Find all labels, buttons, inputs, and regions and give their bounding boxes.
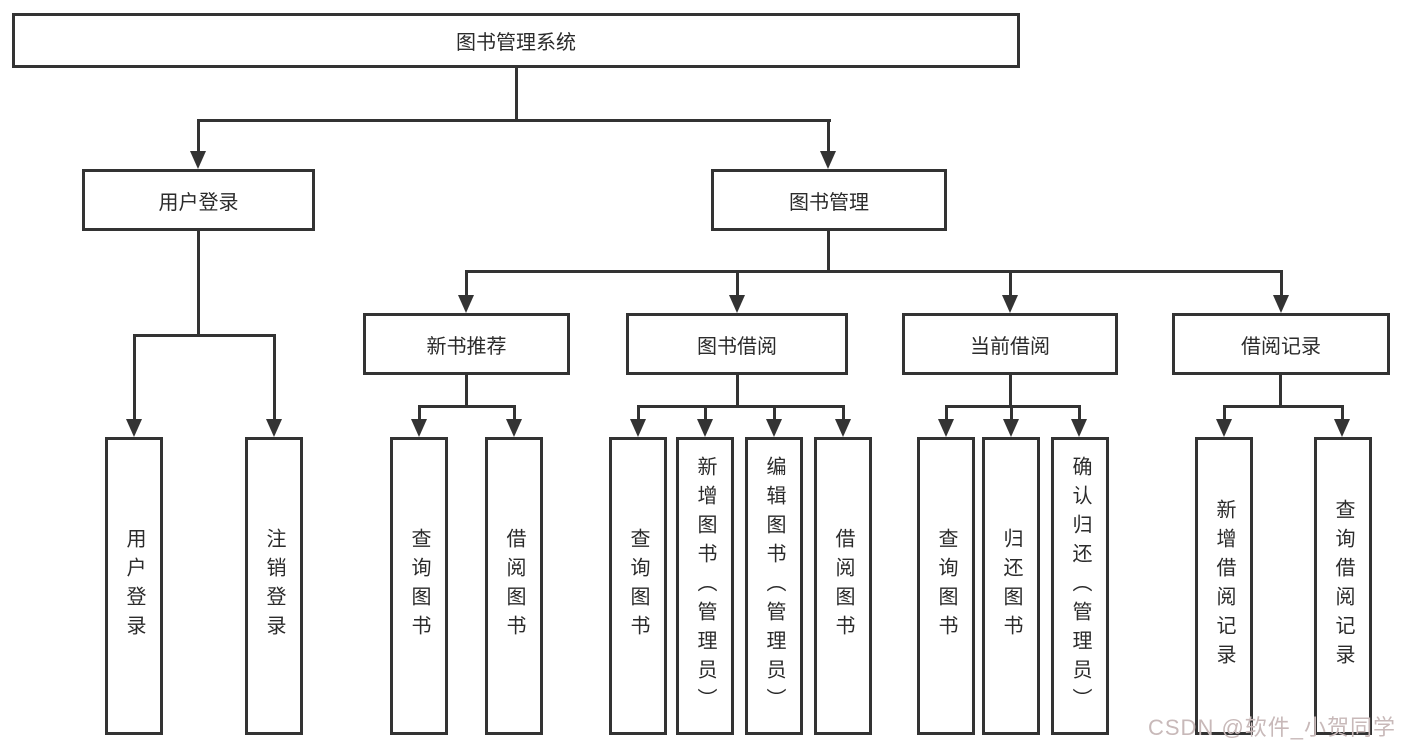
leaf-bb-query-books: 查询图书 (609, 437, 667, 735)
arrow-down-icon (630, 419, 646, 437)
connector-stem (1010, 405, 1013, 422)
watermark-text: CSDN @软件_小贺同学 (1148, 715, 1397, 740)
node-root: 图书管理系统 (12, 13, 1020, 68)
node-borrow-records: 借阅记录 (1172, 313, 1390, 375)
arrow-down-icon (266, 419, 282, 437)
leaf-bb-edit-books-admin: 编辑图书（管理员） (745, 437, 803, 735)
connector-borrow-stub (736, 373, 739, 408)
leaf-logout: 注销登录 (245, 437, 303, 735)
connector-new-book-hline (418, 405, 516, 408)
connector-stem (133, 334, 136, 422)
arrow-down-icon (1071, 419, 1087, 437)
arrow-down-icon (458, 295, 474, 313)
leaf-bb-borrow-books: 借阅图书 (814, 437, 872, 735)
connector-stem (1341, 405, 1344, 422)
arrow-down-icon (1273, 295, 1289, 313)
arrow-down-icon (766, 419, 782, 437)
node-book-borrow: 图书借阅 (626, 313, 848, 375)
connector-stem (637, 405, 640, 422)
connector-stem (1009, 270, 1012, 297)
connector-stem (465, 270, 468, 297)
connector-user-login-stub (197, 229, 200, 335)
leaf-br-query-record: 查询借阅记录 (1314, 437, 1372, 735)
node-new-book-rec: 新书推荐 (363, 313, 570, 375)
arrow-down-icon (1003, 419, 1019, 437)
connector-records-stub (1279, 373, 1282, 408)
arrow-down-icon (938, 419, 954, 437)
connector-stem (736, 270, 739, 297)
connector-stem (1078, 405, 1081, 422)
connector-stem (945, 405, 948, 422)
leaf-nbr-borrow-books: 借阅图书 (485, 437, 543, 735)
connector-records-hline (1223, 405, 1344, 408)
leaf-user-login: 用户登录 (105, 437, 163, 735)
connector-new-book-stub (465, 373, 468, 408)
leaf-cb-return-books: 归还图书 (982, 437, 1040, 735)
connector-stem (827, 119, 830, 153)
arrow-down-icon (190, 151, 206, 169)
arrow-down-icon (1216, 419, 1232, 437)
arrow-down-icon (1002, 295, 1018, 313)
leaf-cb-query-books: 查询图书 (917, 437, 975, 735)
leaf-bb-add-books-admin: 新增图书（管理员） (676, 437, 734, 735)
connector-book-mgmt-hline (465, 270, 1283, 273)
connector-level1-hline (197, 119, 831, 122)
arrow-down-icon (835, 419, 851, 437)
connector-stem (773, 405, 776, 422)
arrow-down-icon (820, 151, 836, 169)
connector-book-mgmt-stub (827, 229, 830, 273)
node-current-borrow: 当前借阅 (902, 313, 1118, 375)
connector-stem (842, 405, 845, 422)
connector-stem (1223, 405, 1226, 422)
connector-stem (704, 405, 707, 422)
connector-current-stub (1009, 373, 1012, 408)
connector-stem (418, 405, 421, 422)
connector-current-hline (945, 405, 1081, 408)
connector-stem (197, 119, 200, 153)
arrow-down-icon (411, 419, 427, 437)
connector-stem (513, 405, 516, 422)
leaf-cb-confirm-return-admin: 确认归还（管理员） (1051, 437, 1109, 735)
connector-user-login-hline (133, 334, 276, 337)
arrow-down-icon (729, 295, 745, 313)
leaf-br-add-record: 新增借阅记录 (1195, 437, 1253, 735)
arrow-down-icon (126, 419, 142, 437)
arrow-down-icon (506, 419, 522, 437)
node-user-login-group: 用户登录 (82, 169, 315, 231)
connector-stem (273, 334, 276, 422)
leaf-nbr-query-books: 查询图书 (390, 437, 448, 735)
arrow-down-icon (697, 419, 713, 437)
node-book-mgmt-group: 图书管理 (711, 169, 947, 231)
connector-borrow-hline (637, 405, 844, 408)
arrow-down-icon (1334, 419, 1350, 437)
connector-root-stub (515, 66, 518, 120)
connector-stem (1280, 270, 1283, 297)
